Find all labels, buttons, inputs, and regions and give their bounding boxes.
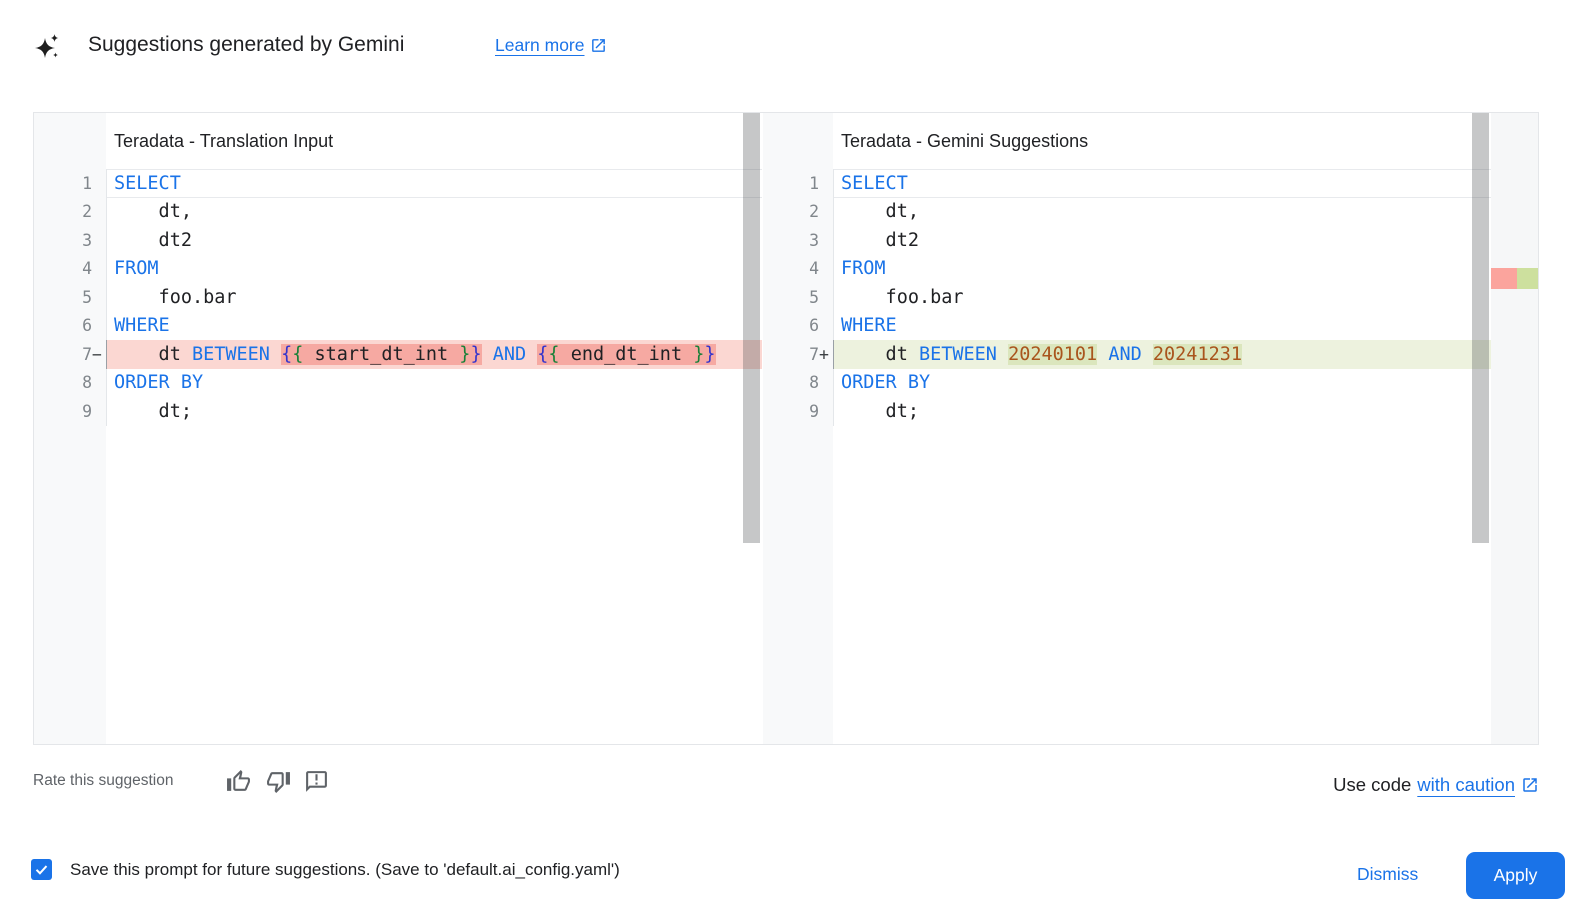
line-number: 4	[82, 259, 92, 279]
line-number: 1	[809, 173, 819, 193]
diff-sign: −	[92, 344, 102, 364]
page-title: Suggestions generated by Gemini	[88, 33, 405, 56]
line-number: 7−	[34, 345, 106, 364]
line-number: 1	[82, 173, 92, 193]
diff-sign: +	[819, 344, 829, 364]
feedback-bubble-icon	[305, 771, 327, 792]
line-number: 2	[82, 202, 92, 222]
external-link-icon	[1521, 776, 1539, 794]
code-line: 8 ORDER BY	[34, 368, 762, 397]
code-line-content: FROM	[106, 254, 762, 283]
line-number: 5	[809, 287, 819, 307]
code-line-content: FROM	[833, 254, 1491, 283]
editor-title: Teradata - Gemini Suggestions	[841, 130, 1089, 151]
code-line: 1 SELECT	[763, 169, 1491, 198]
code-line-content: ORDER BY	[833, 368, 1491, 397]
code-line: 7− dt BETWEEN {{ start_dt_int }} AND {{ …	[34, 340, 762, 369]
code-line: 2 dt,	[763, 197, 1491, 226]
external-link-icon	[590, 37, 607, 54]
line-number: 4	[809, 259, 819, 279]
code-line: 8 ORDER BY	[763, 368, 1491, 397]
learn-more-label: Learn more	[495, 35, 585, 55]
dismiss-button[interactable]: Dismiss	[1337, 853, 1438, 895]
code-line-content: WHERE	[106, 311, 762, 340]
editor-title: Teradata - Translation Input	[114, 130, 334, 151]
code-line-content: dt2	[833, 226, 1491, 255]
line-number: 6	[82, 316, 92, 336]
code-line: 3 dt2	[34, 226, 762, 255]
code-line: 6 WHERE	[763, 311, 1491, 340]
code-line-content: dt2	[106, 226, 762, 255]
gemini-sparkle-icon	[34, 32, 62, 60]
use-code-caution: Use code with caution	[1333, 774, 1539, 796]
line-number: 6	[809, 316, 819, 336]
line-number: 5	[82, 287, 92, 307]
checkmark-icon	[35, 865, 48, 875]
with-caution-link[interactable]: with caution	[1417, 774, 1515, 795]
thumbs-up-button[interactable]	[224, 768, 252, 796]
use-code-label: Use code	[1333, 774, 1412, 795]
line-number: 9	[82, 401, 92, 421]
code-line-content: ORDER BY	[106, 368, 762, 397]
line-number: 9	[809, 401, 819, 421]
code-line: 5 foo.bar	[34, 283, 762, 312]
code-line-content: dt,	[106, 197, 762, 226]
code-line: 9 dt;	[34, 397, 762, 426]
save-prompt-checkbox[interactable]	[31, 859, 52, 880]
code-line: 6 WHERE	[34, 311, 762, 340]
code-line-content: WHERE	[833, 311, 1491, 340]
code-line-content: dt;	[833, 397, 1491, 426]
code-line-content: dt BETWEEN {{ start_dt_int }} AND {{ end…	[106, 340, 762, 369]
line-number: 8	[82, 373, 92, 393]
scrollbar	[742, 113, 761, 744]
code-line: 7+ dt BETWEEN 20240101 AND 20241231	[763, 340, 1491, 369]
feedback-button[interactable]	[302, 768, 330, 796]
thumbs-down-icon	[266, 772, 290, 793]
scrollbar	[1471, 113, 1490, 744]
scrollbar-thumb[interactable]	[743, 113, 760, 543]
line-number: 2	[809, 202, 819, 222]
line-number: 8	[809, 373, 819, 393]
scrollbar-thumb[interactable]	[1472, 113, 1489, 543]
code-line-content: foo.bar	[106, 283, 762, 312]
code-line: 4 FROM	[34, 254, 762, 283]
rate-suggestion-label: Rate this suggestion	[33, 772, 174, 789]
line-number: 3	[82, 230, 92, 250]
line-number: 7+	[763, 345, 833, 364]
apply-button[interactable]: Apply	[1466, 852, 1565, 899]
code-line: 1 SELECT	[34, 169, 762, 198]
code-line-content: dt,	[833, 197, 1491, 226]
code-line: 3 dt2	[763, 226, 1491, 255]
code-line-content: SELECT	[833, 169, 1491, 198]
code-line-content: SELECT	[106, 169, 762, 198]
ruler-addition-mark	[1517, 268, 1538, 289]
code-line: 5 foo.bar	[763, 283, 1491, 312]
code-line-content: foo.bar	[833, 283, 1491, 312]
learn-more-link[interactable]: Learn more	[495, 35, 607, 56]
ruler-deletion-mark	[1491, 268, 1517, 289]
line-number-gutter	[763, 113, 833, 744]
line-number: 3	[809, 230, 819, 250]
save-prompt-label: Save this prompt for future suggestions.…	[70, 860, 620, 879]
thumbs-up-icon	[226, 770, 250, 791]
line-number-gutter	[34, 113, 106, 744]
code-line: 2 dt,	[34, 197, 762, 226]
code-line-content: dt;	[106, 397, 762, 426]
thumbs-down-button[interactable]	[264, 768, 292, 796]
diff-overview-ruler	[1491, 113, 1538, 744]
code-line: 9 dt;	[763, 397, 1491, 426]
code-line: 4 FROM	[763, 254, 1491, 283]
code-line-content: dt BETWEEN 20240101 AND 20241231	[833, 340, 1491, 369]
